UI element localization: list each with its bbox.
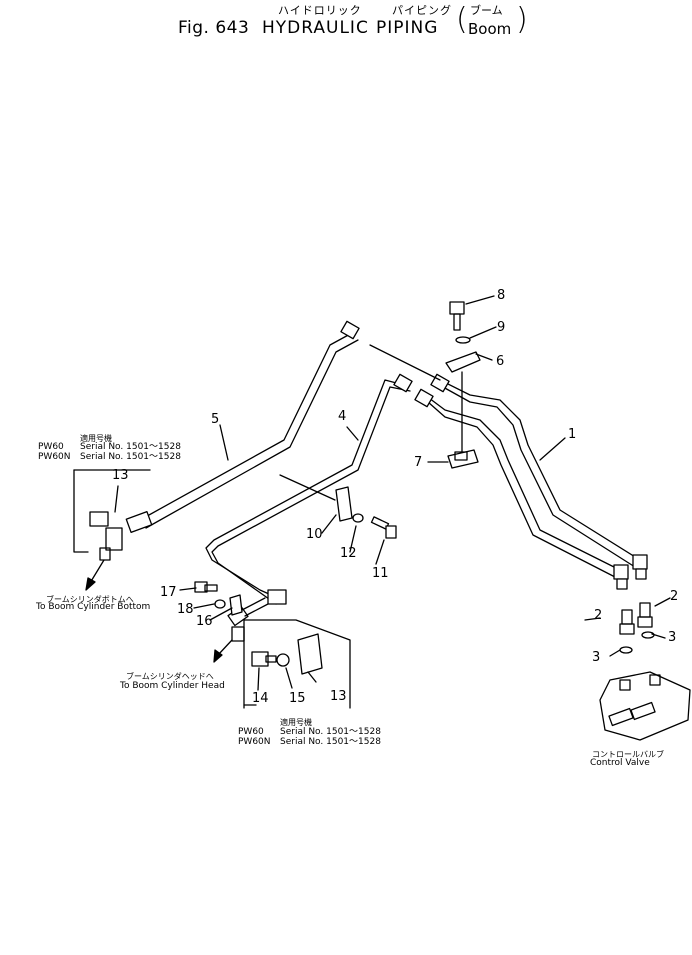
close-paren: ): [516, 2, 528, 37]
serial-range: Serial No. 1501～1528: [280, 737, 381, 747]
title-jp-hydraulic: ハイドロリック: [278, 4, 362, 17]
model-label: PW60N: [238, 737, 271, 747]
subtitle-jp-boom: ブーム: [470, 4, 503, 17]
arrow-head: [213, 649, 223, 663]
inset-bottom-frame: [243, 619, 351, 709]
note-jp-cylinder-bottom: ブームシリンダボトムへ: [46, 595, 134, 604]
leader-line: [279, 474, 336, 501]
clamp-16-assembly: [194, 581, 243, 616]
callout-13: 13: [112, 468, 129, 483]
callout-14: 14: [252, 691, 269, 706]
callout-16: 16: [196, 614, 213, 629]
open-paren: (: [456, 2, 468, 37]
callout-3: 3: [592, 650, 601, 665]
note-control-valve: Control Valve: [590, 758, 650, 768]
callout-13: 13: [330, 689, 347, 704]
figure-number: Fig. 643: [178, 18, 250, 38]
applicable-models-heading: 適用号機: [280, 718, 312, 727]
leader-line: [369, 344, 441, 381]
title-piping: PIPING: [376, 18, 439, 38]
model-label: PW60N: [38, 452, 71, 462]
callout-8: 8: [497, 288, 506, 303]
title-jp-piping: パイピング: [392, 4, 452, 17]
serial-range: Serial No. 1501～1528: [80, 442, 181, 452]
callout-leaders: [114, 295, 671, 691]
pipe-4: [205, 373, 413, 605]
callout-18: 18: [177, 602, 194, 617]
note-to-boom-cylinder-head: To Boom Cylinder Head: [120, 681, 225, 691]
pipe-1: [414, 373, 648, 590]
callout-11: 11: [372, 566, 389, 581]
clamp-assembly: [445, 301, 481, 469]
arrow-line: [217, 639, 233, 656]
title-hydraulic: HYDRAULIC: [262, 18, 369, 38]
callout-9: 9: [497, 320, 506, 335]
boom-cylinder-bottom-fitting: [89, 511, 153, 561]
arrow-line: [89, 559, 105, 584]
callout-1: 1: [568, 427, 577, 442]
serial-range: Serial No. 1501～1528: [80, 452, 181, 462]
note-jp-cylinder-head: ブームシリンダヘッドへ: [126, 672, 214, 681]
callout-2: 2: [670, 589, 679, 604]
callout-2: 2: [594, 608, 603, 623]
subtitle-boom: Boom: [468, 20, 512, 38]
figure-title: Fig. 643 ハイドロリック パイピング HYDRAULIC PIPING …: [0, 0, 692, 60]
note-jp-control-valve: コントロールバルブ: [592, 750, 664, 759]
inset-top-frame: [73, 469, 89, 553]
control-valve: [599, 602, 691, 741]
callout-6: 6: [496, 354, 505, 369]
note-to-boom-cylinder-bottom: To Boom Cylinder Bottom: [36, 602, 151, 612]
pipe-5: [139, 320, 360, 529]
callout-15: 15: [289, 691, 306, 706]
callout-12: 12: [340, 546, 357, 561]
clamp-10-assembly: [335, 486, 397, 539]
callout-10: 10: [306, 527, 323, 542]
applicable-models-heading: 適用号機: [80, 434, 112, 443]
callout-5: 5: [211, 412, 220, 427]
boom-cylinder-head-fitting: [227, 589, 287, 642]
callout-17: 17: [160, 585, 177, 600]
callout-3: 3: [668, 630, 677, 645]
callout-7: 7: [414, 455, 423, 470]
model-label: PW60: [238, 727, 264, 737]
serial-range: Serial No. 1501～1528: [280, 727, 381, 737]
arrow-head: [85, 577, 96, 591]
callout-4: 4: [338, 409, 347, 424]
model-label: PW60: [38, 442, 64, 452]
inset-bottom-parts: [251, 633, 323, 675]
